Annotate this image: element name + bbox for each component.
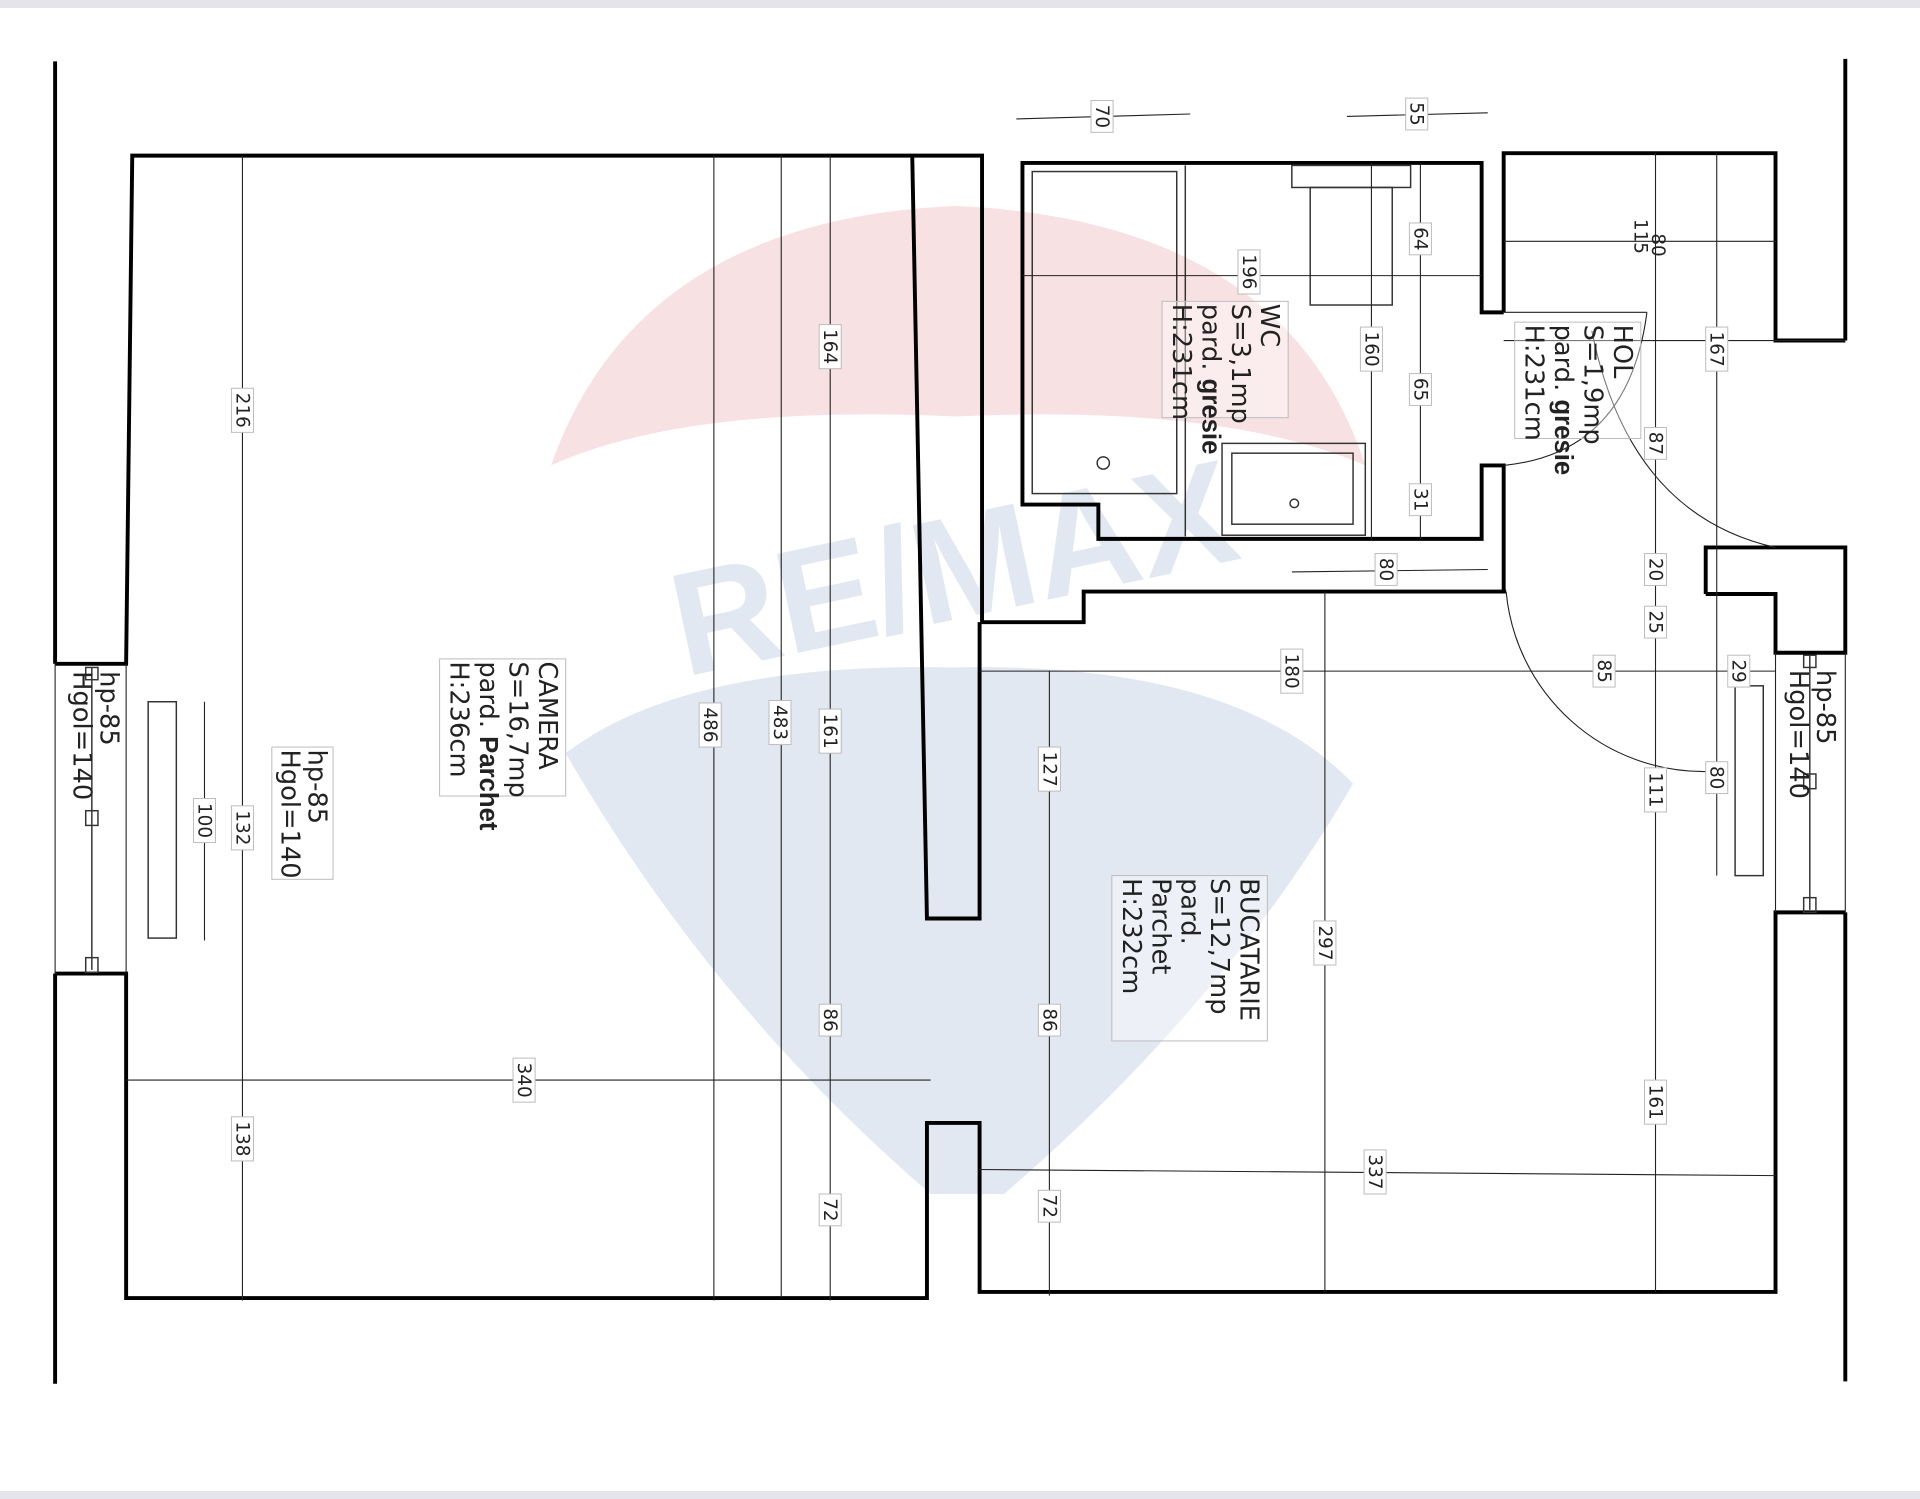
dim-label: 160 [1360,332,1381,367]
floor-type: gresie [1196,379,1224,455]
dim-label: 25 [1644,610,1665,633]
dim-label: 86 [1038,1008,1059,1031]
room-label-hol: HOL S=1,9mp pard. gresie H:231cm [1514,321,1642,476]
room-name: BUCATARIE [1233,878,1263,1021]
dim-label: 161 [1644,1085,1665,1120]
room-height: H:231cm [1519,325,1549,441]
toilet [1309,186,1393,306]
floor-type: Parchet [1145,878,1175,974]
room-height: H:232cm [1116,878,1146,994]
window-label: hp-85 Hgol=140 [1783,670,1840,799]
dim-label: 161 [819,714,840,749]
svg-text:pard. gresie: pard. gresie [1195,304,1225,455]
dim-label: 483 [769,705,790,740]
room-height: H:236cm [444,661,474,777]
dim-label: 64 [1409,227,1430,250]
dim-label: 340 [513,1063,534,1098]
room-name: WC [1254,304,1284,347]
floor-prefix: pard. [473,661,503,728]
dimension-labels: 70 55 196 64 160 65 31 80 115 80 167 87 … [192,97,1751,1227]
balloon-bottom-blue [565,667,1354,1194]
dim-label: 297 [1314,925,1335,960]
dim-label: 55 [1406,102,1427,125]
floor-type: Parchet [474,736,502,831]
remax-logo-text: RE/MAX [657,429,1250,708]
dim-label: 80 [1706,766,1727,789]
dim-label: 132 [231,810,252,845]
dim-label: 111 [1644,772,1665,807]
dim-label: 72 [1038,1195,1059,1218]
dim-label: 337 [1364,1154,1385,1189]
dim-label: 70 [1091,105,1112,128]
dim-label: 86 [819,1008,840,1031]
floor-prefix: pard. [1548,325,1578,392]
room-area: S=3,1mp [1225,304,1255,424]
room-height: H:231cm [1166,304,1196,420]
room-label-wc: WC S=3,1mp pard. gresie H:231cm [1161,300,1289,455]
room-name: HOL [1607,325,1637,380]
dim-label: 138 [231,1121,252,1156]
window-hp: hp-85 [302,750,332,825]
window-hgol: Hgol=140 [275,750,305,879]
dim-label: 180 [1281,654,1302,689]
dimension-lines [126,112,1846,1301]
radiator-left [147,701,178,939]
floor-prefix: pard. [1195,304,1225,371]
window-hgol: Hgol=140 [1783,670,1813,799]
dim-label: 80 [1375,558,1396,581]
dim-label: 85 [1593,659,1614,682]
window-hp: hp-85 [1810,670,1840,745]
walls [53,58,1848,1384]
dim-label: 100 [193,803,214,838]
window-hgol: Hgol=140 [66,671,96,800]
room-label-camera: CAMERA S=16,7mp pard. Parchet H:236cm [439,658,567,831]
dim-label: 196 [1238,254,1259,289]
dim-label: 216 [231,393,252,428]
floor-prefix: pard. [1175,878,1205,945]
room-area: S=16,7mp [502,661,532,797]
radiator-right [1734,685,1764,877]
room-label-bucatarie: BUCATARIE S=12,7mp pard. Parchet H:232cm [1111,875,1268,1042]
window-hp: hp-85 [93,671,123,746]
window-left [54,663,127,974]
dim-label: 80 [1647,233,1668,256]
toilet-tank [1291,164,1412,189]
sink [1221,442,1367,536]
window-label: hp-85 Hgol=140 [271,746,334,880]
svg-text:pard. gresie: pard. gresie [1548,325,1578,476]
bathtub [1031,170,1178,495]
dim-label: 29 [1728,659,1749,682]
dim-label: 65 [1409,378,1430,401]
svg-text:pard. Parchet: pard. Parchet [473,661,503,831]
dim-label: 486 [699,707,720,742]
floor-type: gresie [1549,399,1577,475]
dim-label: 31 [1409,488,1430,511]
window-right [1774,652,1846,914]
dim-label: 167 [1706,332,1727,367]
dim-label: 87 [1644,432,1665,455]
window-label: hp-85 Hgol=140 [66,671,123,800]
room-area: S=1,9mp [1577,325,1607,445]
dim-label: 20 [1644,558,1665,581]
dim-label: 72 [819,1198,840,1221]
dim-label: 164 [819,329,840,364]
room-area: S=12,7mp [1204,878,1234,1014]
door-arc-entry [1591,330,1776,548]
room-name: CAMERA [532,661,562,770]
dim-label: 127 [1038,752,1059,787]
dim-label: 115 [1630,219,1651,254]
